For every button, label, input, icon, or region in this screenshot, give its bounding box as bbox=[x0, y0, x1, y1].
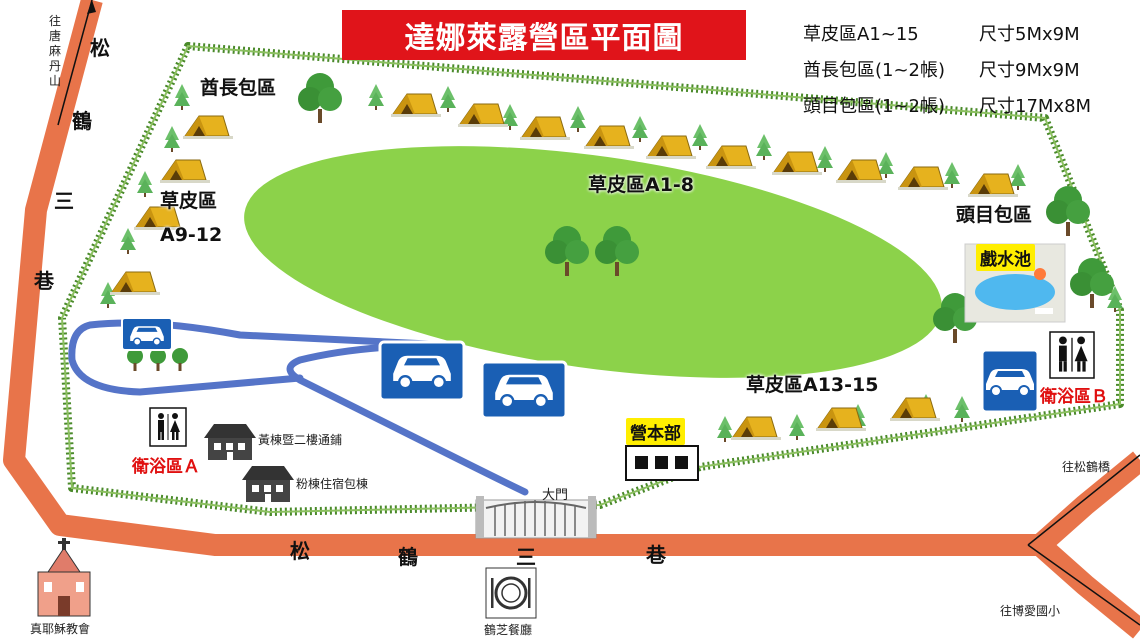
zone-grass-left-label: 草皮區 bbox=[160, 190, 218, 212]
main-road-char: 松 bbox=[290, 539, 310, 563]
bath-b-label: 衛浴區Ｂ bbox=[1040, 387, 1108, 407]
left-road-char: 巷 bbox=[34, 269, 54, 293]
left-road-char: 三 bbox=[54, 189, 74, 213]
small-trees bbox=[127, 348, 188, 371]
left-road-char: 鶴 bbox=[72, 109, 92, 133]
legend-name: 酋長包區(1~2帳) bbox=[803, 60, 946, 81]
legend-item: 酋長包區(1~2帳) 尺寸9Mx9M bbox=[803, 56, 1080, 82]
hq-building bbox=[625, 445, 699, 481]
bath-a-label: 衛浴區Ａ bbox=[132, 457, 200, 477]
main-road-char: 三 bbox=[516, 545, 536, 569]
building-yellow-label: 黃棟暨二樓通鋪 bbox=[258, 433, 343, 447]
to-songhe-bridge-label: 往松鶴橋 bbox=[1062, 460, 1111, 474]
left-road-char: 松 bbox=[90, 36, 110, 60]
legend-item: 草皮區A1~15 尺寸5Mx9M bbox=[803, 20, 1080, 46]
plate-cutlery-icon bbox=[485, 567, 537, 619]
legend-size: 尺寸9Mx9M bbox=[979, 60, 1080, 81]
church-label: 真耶穌教會 bbox=[30, 622, 91, 636]
legend-size: 尺寸17Mx8M bbox=[979, 96, 1092, 117]
house-icon bbox=[204, 424, 256, 460]
church-icon bbox=[37, 538, 91, 617]
legend-item: 頭目包區(1~2帳) 尺寸17Mx8M bbox=[803, 92, 1091, 118]
restaurant-label: 鶴芝餐廳 bbox=[484, 623, 533, 637]
zone-headman-label: 頭目包區 bbox=[956, 204, 1033, 226]
zone-grass-bottom-label: 草皮區A13-15 bbox=[746, 374, 879, 396]
roads bbox=[3, 0, 1140, 639]
main-road-char: 鶴 bbox=[398, 545, 418, 569]
zone-grass-left-range: A9-12 bbox=[160, 224, 223, 246]
pool-label: 戲水池 bbox=[976, 244, 1035, 271]
walking-path bbox=[68, 319, 529, 496]
hq-label: 營本部 bbox=[626, 418, 685, 445]
car-parking-icon bbox=[121, 317, 1040, 420]
building-pink-label: 粉棟住宿包棟 bbox=[296, 477, 369, 491]
legend-name: 頭目包區(1~2帳) bbox=[803, 96, 946, 117]
gate-icon bbox=[475, 496, 597, 539]
zone-chief-label: 酋長包區 bbox=[200, 77, 277, 99]
zone-grass-top-label: 草皮區A1-8 bbox=[588, 174, 695, 196]
gate-label: 大門 bbox=[542, 488, 569, 503]
central-lawn bbox=[244, 146, 942, 378]
to-tangmadan-label: 往唐麻丹山 bbox=[48, 14, 61, 88]
legend-name: 草皮區A1~15 bbox=[803, 24, 919, 45]
to-boai-school-label: 往博愛國小 bbox=[1000, 604, 1061, 618]
map-title: 達娜萊露營區平面圖 bbox=[342, 10, 746, 60]
legend-size: 尺寸5Mx9M bbox=[979, 24, 1080, 45]
main-road-char: 巷 bbox=[646, 543, 666, 567]
